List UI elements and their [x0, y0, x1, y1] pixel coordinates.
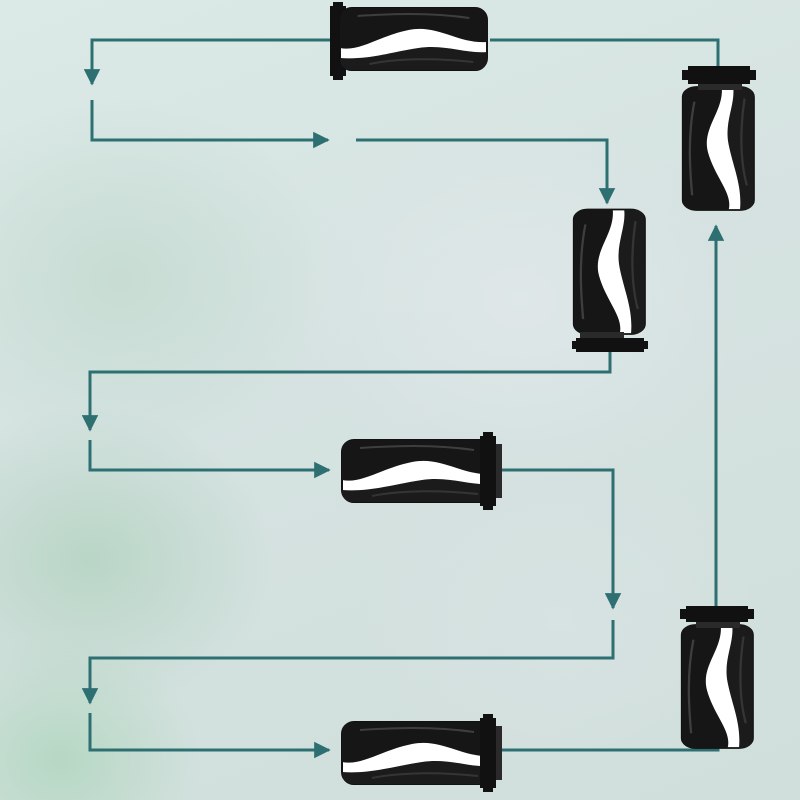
device-1 — [330, 2, 488, 80]
flow-arrow-8 — [88, 713, 331, 759]
flow-arrow-2 — [90, 100, 330, 149]
device-4 — [341, 432, 502, 510]
flow-line-4 — [88, 348, 612, 420]
device-3 — [572, 208, 646, 336]
device-5 — [680, 623, 754, 750]
device-5-mount — [680, 606, 754, 628]
device-2-mount — [682, 66, 756, 90]
flow-arrow-5 — [88, 440, 331, 479]
flow-line-7 — [88, 620, 615, 695]
flow-arrow-3 — [356, 138, 616, 205]
flow-arrow-6 — [498, 468, 622, 610]
device-2 — [681, 85, 755, 212]
flow-arrow-1 — [83, 38, 333, 86]
device-6 — [341, 714, 502, 792]
device-3-mount — [572, 332, 648, 352]
flow-line-10 — [490, 38, 720, 68]
